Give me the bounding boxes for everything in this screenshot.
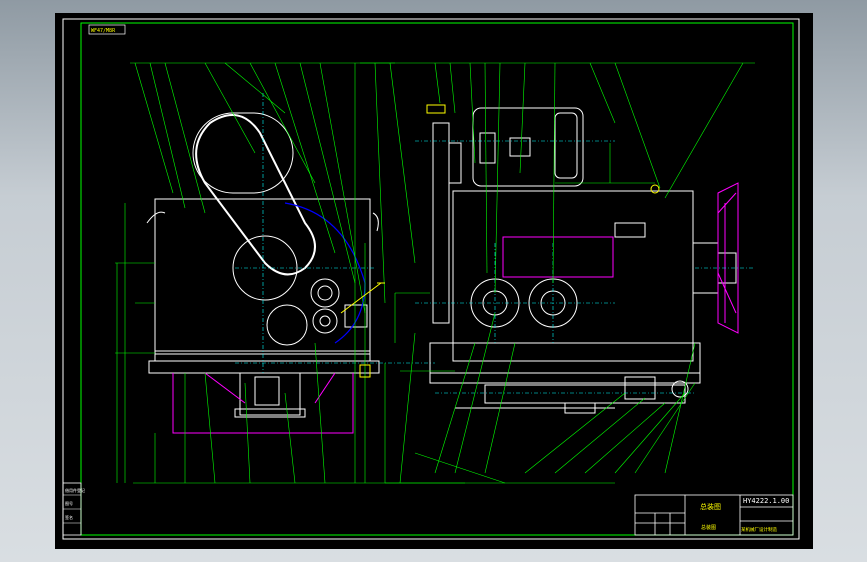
strip-label-1: 借用件登记 (65, 487, 85, 493)
lower-gear (266, 304, 308, 346)
left-housing (154, 198, 371, 355)
left-handle (340, 282, 385, 378)
drawing-stamp: 总装图 (701, 524, 716, 531)
lower-gearbox (239, 372, 301, 416)
inner-frame (80, 22, 794, 536)
title-block (634, 494, 794, 536)
right-centerlines (415, 140, 755, 394)
right-hidden-lines (502, 182, 739, 334)
left-leaders (115, 62, 465, 484)
upper-pulley-housing (192, 112, 294, 194)
belt-guard (195, 114, 316, 276)
left-assembly (146, 112, 380, 418)
idler-gear (310, 278, 340, 308)
corner-tag-text: WF47/M8R (91, 28, 116, 34)
drawing-sheet: 借用件登记 图号 签名 WF47/M8R (55, 13, 813, 549)
right-housing (452, 190, 694, 362)
right-leaders (360, 62, 755, 484)
strip-label-2: 图号 (65, 500, 73, 506)
outer-frame (62, 18, 800, 540)
strip-label-3: 签名 (65, 514, 73, 520)
corner-tag: WF47/M8R (88, 24, 126, 35)
left-strip: 借用件登记 图号 签名 (62, 482, 85, 536)
left-centerlines (235, 93, 435, 373)
vertical-pulley (432, 122, 450, 324)
drawing-number: HY4222.1.00 (743, 497, 789, 505)
large-gear (232, 235, 298, 301)
motor (472, 107, 584, 187)
right-yellow (426, 104, 660, 194)
drawing-name: 总装图 (700, 502, 721, 511)
left-hidden-lines (172, 372, 354, 434)
company-line: 某机械厂设计制造 (741, 526, 777, 533)
assembly-drawing: 借用件登记 图号 签名 WF47/M8R (62, 18, 800, 540)
belt (284, 202, 366, 344)
right-assembly (429, 107, 737, 414)
